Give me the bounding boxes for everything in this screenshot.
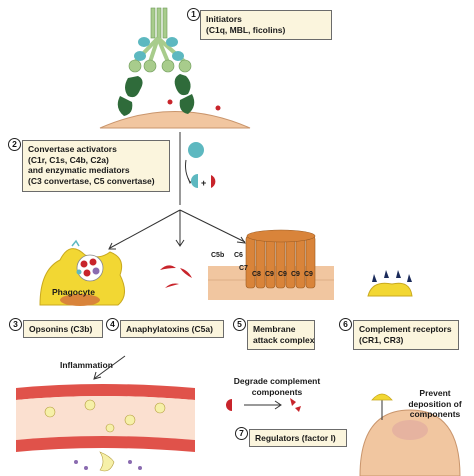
mac-c7-label: C7 <box>239 265 248 272</box>
anaphylatoxins-label: Anaphylatoxins (C5a) <box>126 324 213 334</box>
membrane-attack-complex <box>208 229 334 300</box>
inflammation-label: Inflammation <box>60 360 113 370</box>
cell-surface-top <box>99 99 251 129</box>
step-number-4: 4 <box>106 318 119 331</box>
branch-arrows <box>108 209 247 250</box>
c1q-initiator-molecule <box>117 7 195 116</box>
membrane-attack-complex-box: Membrane attack complex <box>247 320 315 350</box>
mac-c9-label-4: C9 <box>304 271 313 278</box>
protected-cell <box>359 393 461 476</box>
initiators-examples: (C1q, MBL, ficolins) <box>206 24 286 35</box>
blood-vessel <box>16 384 195 472</box>
mac-c8-label: C8 <box>252 271 261 278</box>
phagocyte-label: Phagocyte <box>52 287 95 297</box>
phagocyte-cell <box>39 239 125 306</box>
receptors-line-1: Complement receptors <box>359 324 452 334</box>
step-number-6: 6 <box>339 318 352 331</box>
initiators-title: Initiators <box>206 14 242 24</box>
convertase-line-1: Convertase activators <box>28 144 117 154</box>
prevent-line-1: Prevent <box>419 388 451 398</box>
mac-c5b-label: C5b <box>211 252 225 259</box>
step-number-1: 1 <box>187 8 200 21</box>
plus-sign: + <box>201 178 207 188</box>
prevent-line-3: components <box>409 409 461 419</box>
prevent-line-2: deposition of <box>408 398 462 409</box>
mac-line-1: Membrane <box>253 324 296 334</box>
prevent-deposition-label: Prevent deposition of components <box>400 388 470 420</box>
degrade-icon <box>226 398 301 412</box>
step-number-3: 3 <box>9 318 22 331</box>
mac-c9-label-3: C9 <box>291 271 300 278</box>
mac-c6-label: C6 <box>234 252 243 259</box>
degrade-line-1: Degrade complement <box>233 376 321 386</box>
step-number-5: 5 <box>233 318 246 331</box>
complement-receptor-cell <box>367 270 413 297</box>
regulators-label: Regulators (factor I) <box>255 433 336 443</box>
step-number-2: 2 <box>8 138 21 151</box>
complement-receptors-box: Complement receptors (CR1, CR3) <box>353 320 459 350</box>
mac-c9-label-2: C9 <box>278 271 287 278</box>
degrade-line-2: components <box>251 386 303 397</box>
convertase-activators-box: Convertase activators (C1r, C1s, C4b, C2… <box>22 140 170 192</box>
mac-line-2: attack complex <box>253 334 315 345</box>
mac-c9-label-1: C9 <box>265 271 274 278</box>
initiators-box: Initiators (C1q, MBL, ficolins) <box>200 10 332 40</box>
inflammation-arrow <box>94 355 126 379</box>
opsonins-label: Opsonins (C3b) <box>29 324 93 334</box>
anaphylatoxins-box: Anaphylatoxins (C5a) <box>120 320 224 338</box>
convertase-line-2: (C1r, C1s, C4b, C2a) <box>28 154 109 165</box>
cleavage-icon <box>185 142 216 188</box>
anaphylatoxin-fragments <box>160 265 192 288</box>
receptors-line-2: (CR1, CR3) <box>359 334 404 345</box>
regulators-box: Regulators (factor I) <box>249 429 347 447</box>
opsonins-box: Opsonins (C3b) <box>23 320 103 338</box>
convertase-line-4: (C3 convertase, C5 convertase) <box>28 175 155 186</box>
degrade-label: Degrade complement components <box>222 376 332 397</box>
step-number-7: 7 <box>235 427 248 440</box>
convertase-line-3: and enzymatic mediators <box>28 165 130 175</box>
